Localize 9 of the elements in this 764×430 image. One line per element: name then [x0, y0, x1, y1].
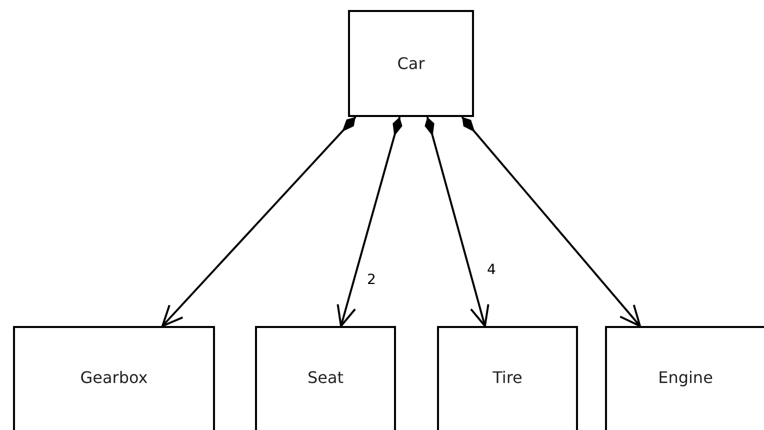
composition-arrow	[161, 116, 356, 327]
class-box: Car	[348, 10, 474, 117]
composition-arrow	[461, 116, 641, 327]
composition-arrow	[424, 116, 490, 327]
class-box: Engine	[605, 326, 764, 430]
class-box: Gearbox	[13, 326, 215, 430]
class-box: Tire	[437, 326, 578, 430]
composition-arrow	[336, 116, 402, 327]
class-box: Seat	[255, 326, 396, 430]
